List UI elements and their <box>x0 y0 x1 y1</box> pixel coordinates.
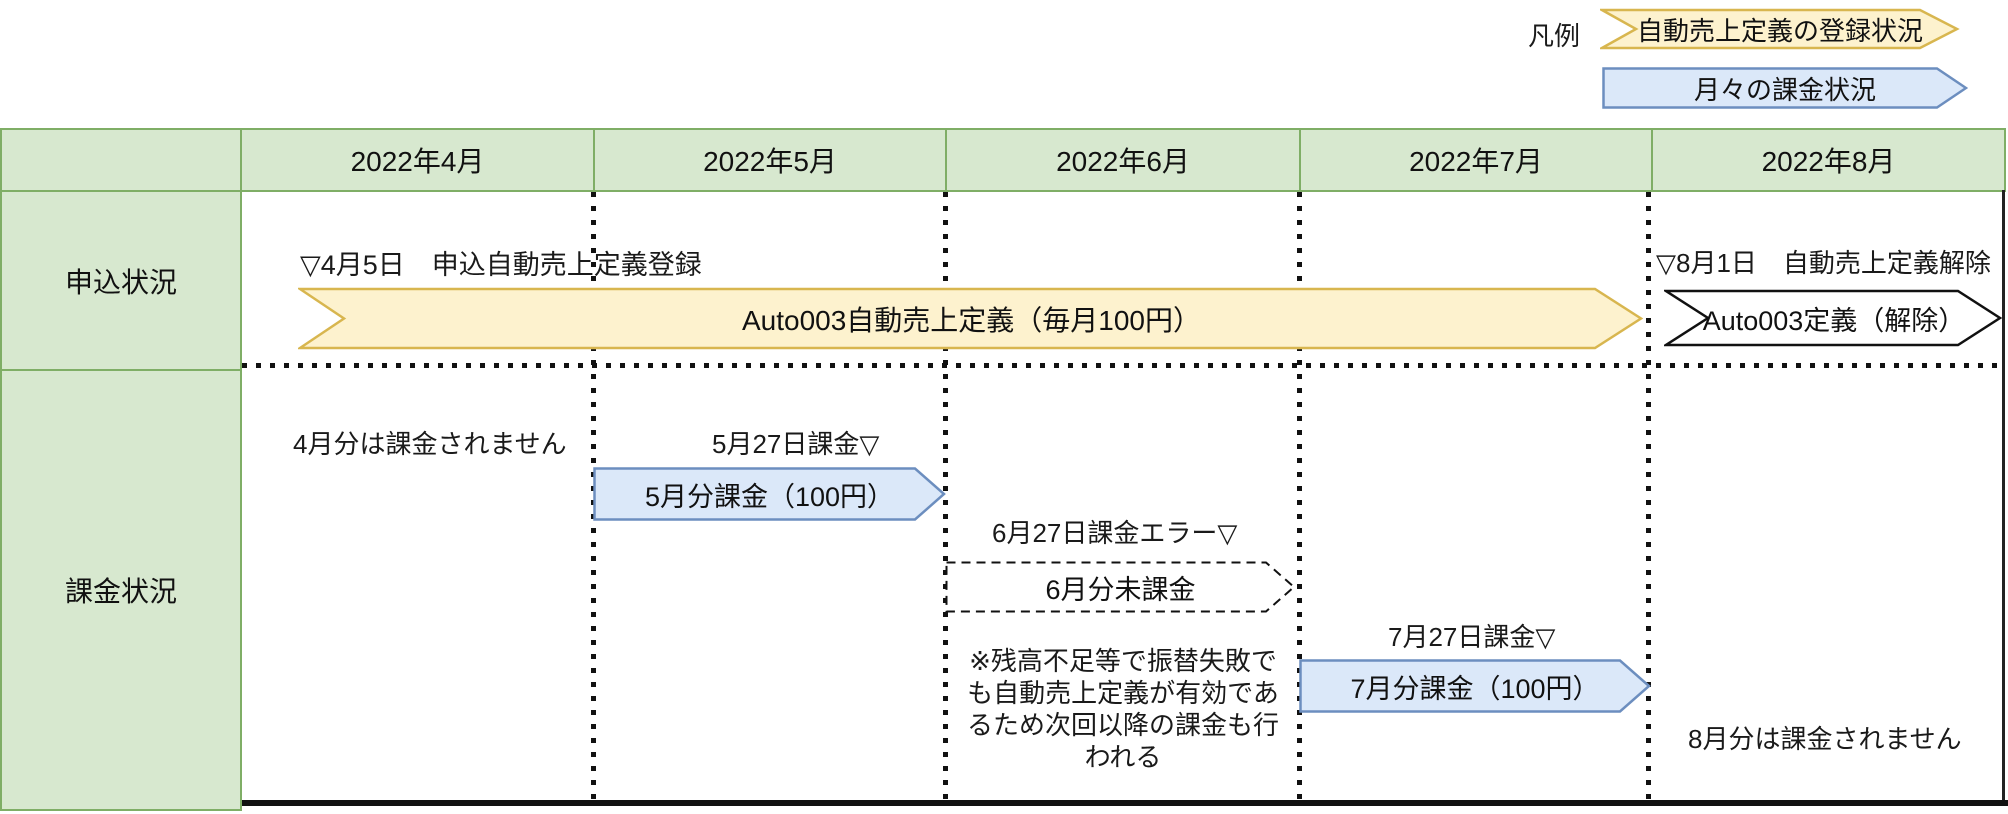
right-arrow-shape-icon <box>1602 67 1968 109</box>
june-retry-note-line: われる <box>1084 742 1162 772</box>
may-billing-marker: 5月27日課金▽ <box>712 429 880 459</box>
month-divider-may-jun <box>943 192 948 802</box>
june-retry-note-line: も自動売上定義が有効であ <box>967 678 1279 708</box>
july-billing-marker: 7月27日課金▽ <box>1388 622 1556 652</box>
legend-registration-label: 自動売上定義の登録状況 <box>1636 15 1923 46</box>
header-month-may: 2022年5月 <box>593 128 947 192</box>
right-arrow-shape-icon <box>593 467 946 521</box>
right-arrow-shape-icon <box>1299 659 1651 713</box>
pennant-shape-icon <box>1600 8 1960 50</box>
july-billing-arrow: 7月分課金（100円） <box>1299 659 1651 713</box>
pennant-shape-icon <box>298 287 1644 350</box>
may-billing-arrow: 5月分課金（100円） <box>593 467 946 521</box>
june-billing-error-marker: 6月27日課金エラー▽ <box>992 518 1238 548</box>
content-right-border <box>2002 190 2005 806</box>
legend-item-billing: 月々の課金状況 <box>1602 67 1968 109</box>
month-divider-jun-jul <box>1297 192 1302 802</box>
row-divider-dotted <box>242 363 2002 368</box>
legend-billing-label: 月々の課金状況 <box>1693 74 1876 105</box>
june-retry-note-line: ※残高不足等で振替失敗で <box>969 646 1277 676</box>
may-billing-label: 5月分課金（100円） <box>644 481 895 512</box>
row-label-billing-status: 課金状況 <box>0 369 242 811</box>
april-no-billing-note: 4月分は課金されません <box>293 429 567 459</box>
row-label-application-status: 申込状況 <box>0 190 242 371</box>
header-month-june: 2022年6月 <box>945 128 1301 192</box>
legend-item-registration: 自動売上定義の登録状況 <box>1600 8 1960 50</box>
definition-release-pennant: Auto003定義（解除） <box>1664 288 2004 348</box>
legend-title: 凡例 <box>1527 21 1580 51</box>
june-retry-note: ※残高不足等で振替失敗で も自動売上定義が有効であ るため次回以降の課金も行 わ… <box>950 645 1296 773</box>
dashed-right-arrow-shape-icon <box>945 561 1296 613</box>
content-bottom-border <box>242 800 2008 806</box>
register-event-note: ▽4月5日 申込自動売上定義登録 <box>300 250 702 280</box>
auto-definition-label: Auto003自動売上定義（毎月100円） <box>741 304 1202 336</box>
auto-definition-pennant: Auto003自動売上定義（毎月100円） <box>298 287 1645 350</box>
august-no-billing-note: 8月分は課金されません <box>1688 724 1962 754</box>
header-month-august: 2022年8月 <box>1651 128 2006 192</box>
month-divider-jul-aug <box>1646 192 1651 802</box>
june-unbilled-label: 6月分未課金 <box>1045 574 1196 605</box>
july-billing-label: 7月分課金（100円） <box>1350 673 1600 704</box>
header-month-april: 2022年4月 <box>240 128 595 192</box>
pennant-outline-shape-icon <box>1664 289 2003 347</box>
definition-release-label: Auto003定義（解除） <box>1702 305 1966 336</box>
release-event-note: ▽8月1日 自動売上定義解除 <box>1656 248 1991 278</box>
june-retry-note-line: るため次回以降の課金も行 <box>966 710 1279 740</box>
header-corner-cell <box>0 128 242 192</box>
header-month-july: 2022年7月 <box>1299 128 1653 192</box>
june-unbilled-arrow: 6月分未課金 <box>945 561 1296 613</box>
